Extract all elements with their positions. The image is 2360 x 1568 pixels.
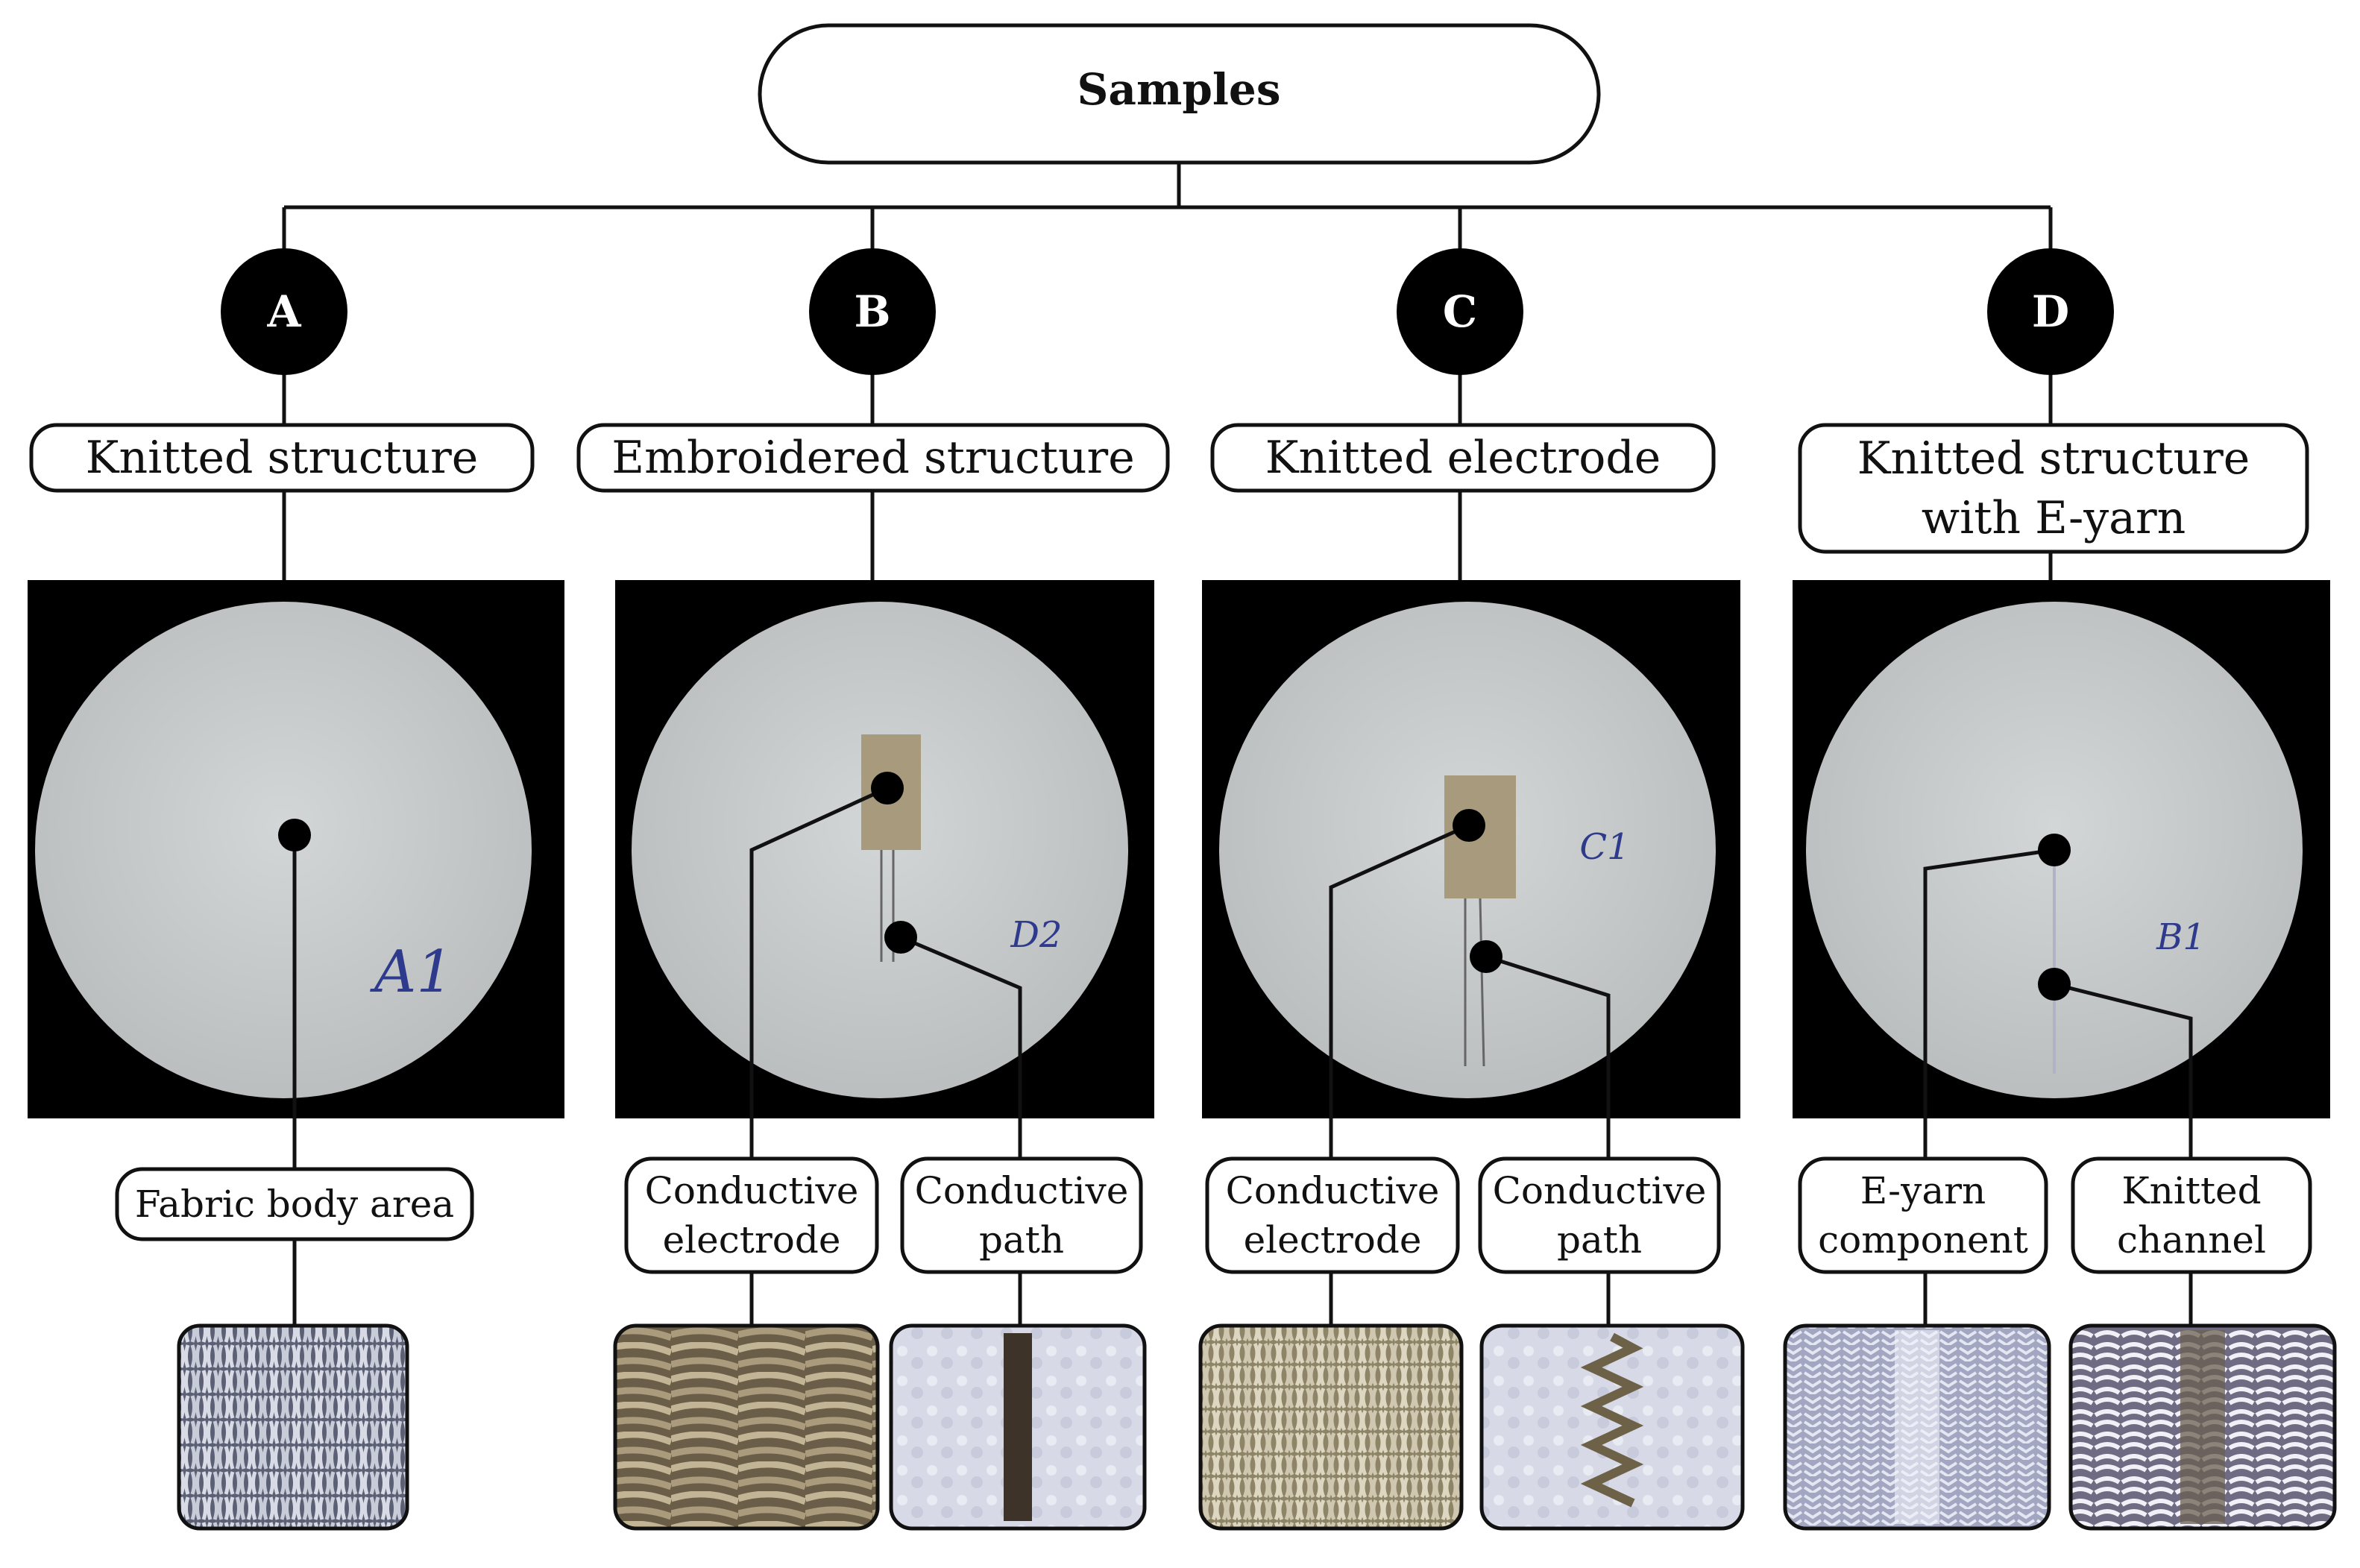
marker-dot — [278, 819, 311, 851]
branch-title-box — [1798, 423, 2309, 554]
leader-line — [1329, 823, 1470, 1159]
detail-label: E-yarn — [1860, 1169, 1986, 1212]
branch-title: Knitted structure — [86, 432, 479, 484]
branch-badge — [1397, 248, 1523, 375]
detail-label: Conductive — [915, 1169, 1129, 1212]
detail-label: path — [979, 1218, 1064, 1262]
detail-b-2: Conductive path — [884, 921, 1147, 1531]
marker-dot — [2038, 968, 2071, 1001]
detail-d-2: Knitted channel — [2038, 968, 2337, 1531]
marker-dot — [1470, 940, 1502, 973]
detail-label: Conductive — [1493, 1169, 1707, 1212]
branch-title: Embroidered structure — [611, 432, 1134, 484]
detail-label: Knitted — [2121, 1169, 2261, 1212]
fabric-sample — [35, 602, 532, 1098]
branch-badge-letter: B — [854, 286, 890, 337]
detail-a-1: Fabric body area — [115, 819, 474, 1531]
zigzag-thread — [1580, 1332, 1644, 1508]
detail-label: component — [1818, 1218, 2028, 1262]
marker-dot — [1453, 809, 1485, 842]
leader-line — [1485, 954, 1611, 1159]
detail-b-1: Conductive electrode — [613, 772, 904, 1531]
branch-title: with E-yarn — [1922, 492, 2186, 544]
conductive-path — [1464, 898, 1485, 1067]
marker-dot — [884, 921, 917, 954]
root-node: Samples — [758, 23, 1601, 165]
detail-label: path — [1557, 1218, 1642, 1262]
detail-label-box — [1478, 1156, 1721, 1274]
sample-mark: B1 — [2156, 916, 2206, 958]
detail-c-2: Conductive path — [1470, 940, 1745, 1531]
micrograph-swatch — [1198, 1323, 1464, 1531]
sample-mark: A1 — [370, 939, 453, 1006]
micrograph-swatch — [1479, 1323, 1745, 1531]
branch-title-box — [576, 423, 1170, 493]
leader-line — [2054, 982, 2193, 1159]
detail-label: Conductive — [1226, 1169, 1440, 1212]
branch-title: Knitted electrode — [1265, 432, 1661, 484]
sample-mark: D2 — [1010, 914, 1062, 956]
branch-badge-letter: A — [266, 286, 301, 337]
marker-dot — [871, 772, 904, 805]
sample-mark: C1 — [1579, 826, 1629, 868]
e-yarn-band — [1895, 1330, 1939, 1524]
leader-line — [1923, 848, 2055, 1159]
root-label: Samples — [1077, 64, 1281, 115]
detail-c-1: Conductive electrode — [1198, 809, 1485, 1531]
marker-dot — [2038, 834, 2071, 866]
branch-badge — [809, 248, 936, 375]
detail-label: Conductive — [645, 1169, 859, 1212]
root-connectors — [282, 163, 2053, 254]
detail-label: electrode — [663, 1218, 841, 1262]
detail-label: Fabric body area — [135, 1183, 454, 1226]
branch-title: Knitted structure — [1857, 432, 2250, 485]
branch-badge — [221, 248, 347, 375]
leader-line — [900, 935, 1022, 1159]
detail-label: channel — [2117, 1218, 2266, 1262]
branch-title-box — [29, 423, 535, 493]
micrograph-swatch — [177, 1323, 409, 1531]
detail-d-1: E-yarn component — [1783, 834, 2071, 1531]
leader-line — [749, 786, 889, 1159]
branch-badge-letter: C — [1443, 286, 1477, 337]
detail-label: electrode — [1244, 1218, 1422, 1262]
branch-title-box — [1210, 423, 1716, 493]
channel-band — [2180, 1330, 2225, 1524]
detail-label-box — [1798, 1156, 2048, 1274]
branch-badge — [1987, 248, 2114, 375]
micrograph-swatch — [613, 1323, 880, 1531]
branch-badge-letter: D — [2032, 286, 2069, 337]
